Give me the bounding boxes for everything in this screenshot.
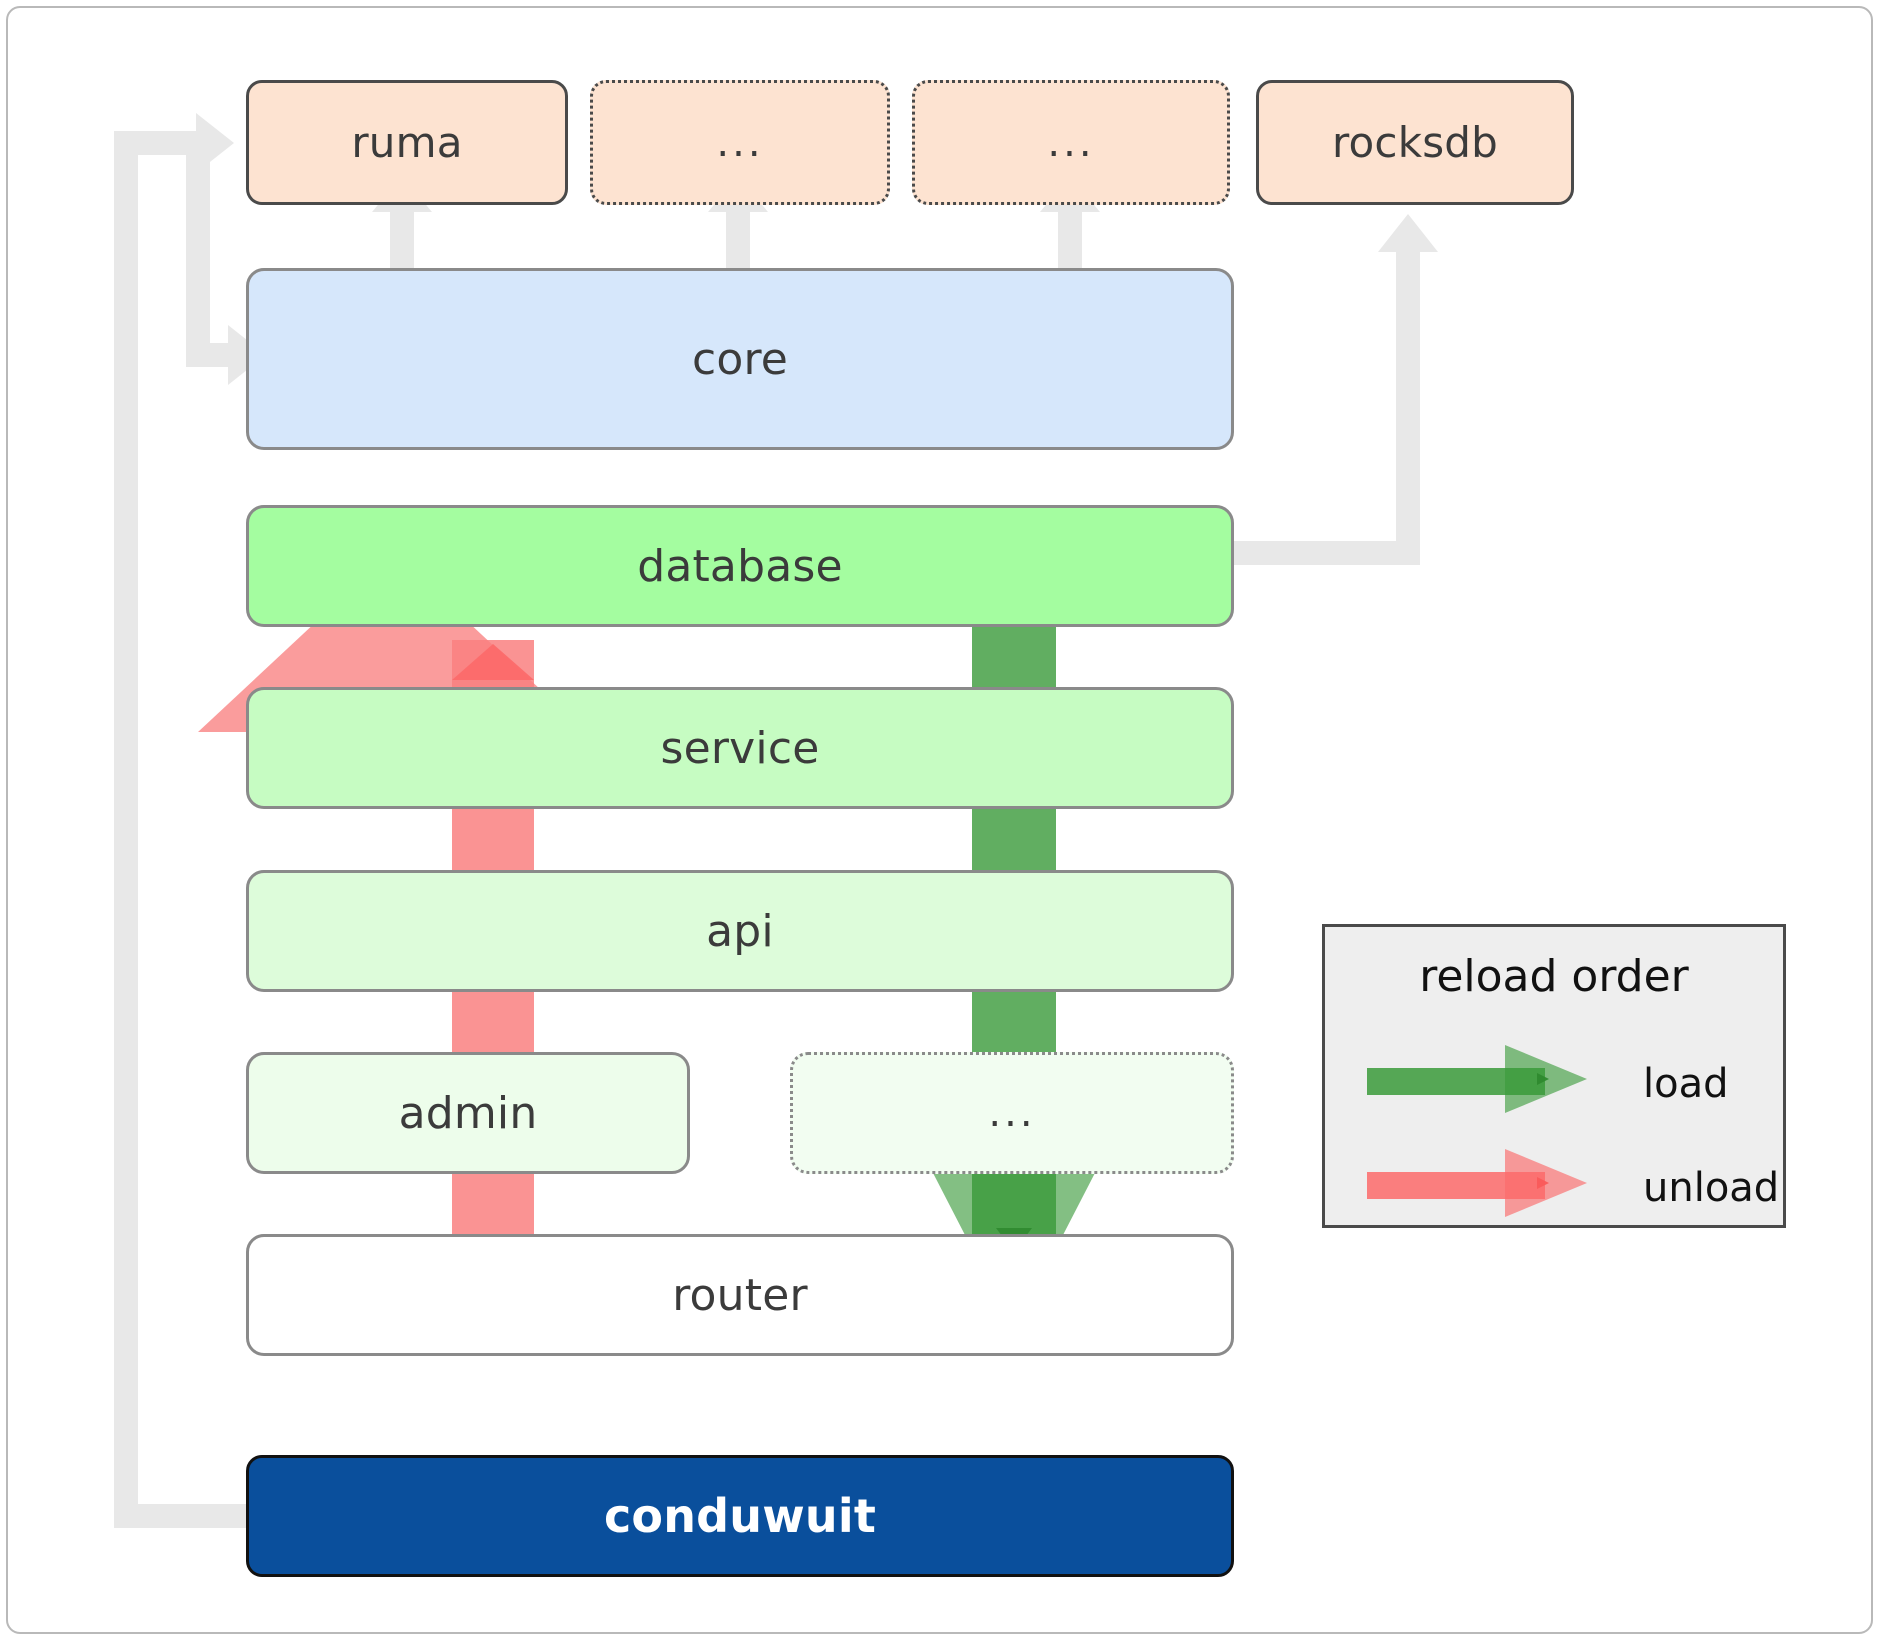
- crate-label-router: router: [672, 1269, 808, 1321]
- legend-load-arrow-icon: [1367, 1045, 1587, 1113]
- binary-box-conduwuit[interactable]: conduwuit: [246, 1455, 1234, 1577]
- dependency-box-ellipsis-1[interactable]: ...: [590, 80, 890, 205]
- database-to-rocksdb-connector: [1232, 214, 1438, 565]
- crate-label-core: core: [691, 333, 789, 385]
- crate-label-api: api: [706, 905, 774, 957]
- legend-label-load: load: [1643, 1061, 1729, 1107]
- crate-label-ellipsis: ...: [988, 1090, 1036, 1136]
- crate-label-database: database: [637, 540, 843, 592]
- dependency-label-ruma: ruma: [351, 118, 463, 167]
- legend-panel: reload order load unload: [1322, 924, 1786, 1228]
- binary-label-conduwuit: conduwuit: [603, 1489, 877, 1543]
- crate-box-admin[interactable]: admin: [246, 1052, 690, 1174]
- crate-box-database[interactable]: database: [246, 505, 1234, 627]
- dependency-box-rocksdb[interactable]: rocksdb: [1256, 80, 1574, 205]
- crate-label-admin: admin: [398, 1087, 538, 1139]
- legend-unload-arrow-icon: [1367, 1149, 1587, 1217]
- crate-box-core[interactable]: core: [246, 268, 1234, 450]
- crate-label-service: service: [660, 722, 820, 774]
- conduwuit-to-crates-connector: [114, 113, 266, 1528]
- crate-box-api[interactable]: api: [246, 870, 1234, 992]
- crate-box-ellipsis[interactable]: ...: [790, 1052, 1234, 1174]
- legend-label-unload: unload: [1643, 1165, 1780, 1211]
- dependency-label-ellipsis-1: ...: [716, 119, 764, 166]
- legend-arrow-icons: [1367, 1045, 1587, 1217]
- crate-box-router[interactable]: router: [246, 1234, 1234, 1356]
- dependency-label-ellipsis-2: ...: [1047, 119, 1095, 166]
- dependency-label-rocksdb: rocksdb: [1331, 118, 1499, 167]
- legend-title: reload order: [1419, 951, 1689, 1002]
- dependency-box-ruma[interactable]: ruma: [246, 80, 568, 205]
- crate-box-service[interactable]: service: [246, 687, 1234, 809]
- dependency-box-ellipsis-2[interactable]: ...: [912, 80, 1230, 205]
